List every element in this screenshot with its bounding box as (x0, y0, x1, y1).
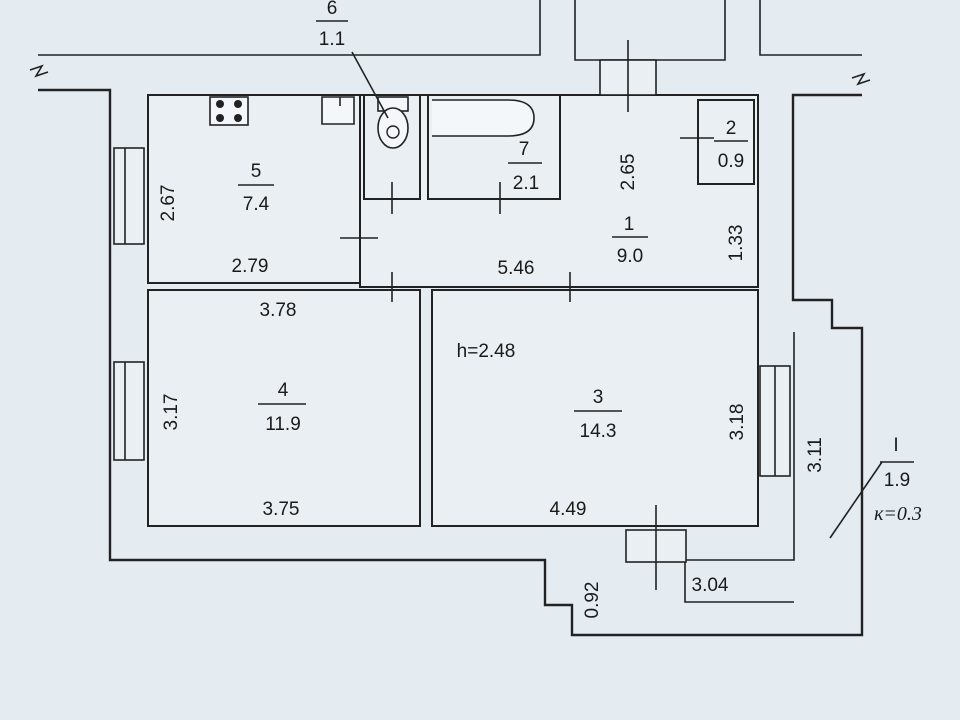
room-7-number: 7 (519, 139, 530, 160)
upper-wall-left (38, 0, 541, 56)
dim-3-17: 3.17 (161, 394, 182, 431)
dim-3-75: 3.75 (263, 499, 300, 520)
room-5-area: 7.4 (243, 194, 270, 215)
room-6-number: 6 (327, 0, 338, 19)
room-4 (147, 289, 421, 527)
window-room-4 (113, 361, 145, 461)
toilet-seat (386, 125, 400, 139)
dim-3-11: 3.11 (805, 437, 826, 473)
toilet-bowl (377, 107, 409, 149)
outer-wall (38, 88, 864, 637)
leader-balcony (829, 461, 883, 539)
room-2-closet (697, 99, 755, 185)
bathtub (432, 99, 535, 137)
stove-burner (216, 114, 224, 122)
room-1-area: 9.0 (617, 246, 643, 267)
balcony-number: I (893, 435, 898, 456)
room-2-area: 0.9 (718, 151, 744, 172)
room-5-number: 5 (251, 161, 262, 182)
stove (209, 96, 249, 126)
dim-5-46: 5.46 (498, 258, 535, 279)
sink (321, 96, 355, 125)
dim-3-78: 3.78 (260, 300, 297, 321)
room-4-area: 11.9 (265, 414, 301, 435)
room-6-area: 1.1 (319, 29, 345, 50)
stove-burner (234, 114, 242, 122)
room-7-area: 2.1 (513, 173, 539, 194)
dim-4-49: 4.49 (550, 499, 587, 520)
dim-3-18: 3.18 (727, 404, 748, 441)
stove-burner (234, 100, 242, 108)
dim-0-92: 0.92 (582, 582, 603, 619)
ceiling-height: h=2.48 (457, 341, 516, 362)
room-3 (431, 289, 759, 527)
upper-wall-right (759, 0, 862, 56)
room-5-kitchen (147, 94, 361, 284)
room-2-number: 2 (726, 118, 737, 139)
break-mark-left (29, 64, 49, 78)
leader-room-6 (351, 51, 389, 119)
dim-1-33: 1.33 (726, 225, 747, 262)
dim-2-67: 2.67 (158, 185, 179, 222)
balcony-area: 1.9 (884, 470, 910, 491)
dim-2-79: 2.79 (232, 256, 269, 277)
balcony-coefficient: к=0.3 (874, 503, 922, 525)
dim-3-04: 3.04 (692, 575, 729, 596)
room-3-area: 14.3 (580, 421, 617, 442)
room-3-number: 3 (593, 387, 604, 408)
window-kitchen (113, 147, 145, 245)
stove-burner (216, 100, 224, 108)
room-4-number: 4 (278, 380, 289, 401)
dim-2-65: 2.65 (618, 154, 639, 191)
room-1-number: 1 (624, 214, 635, 235)
break-mark-right (851, 72, 871, 86)
